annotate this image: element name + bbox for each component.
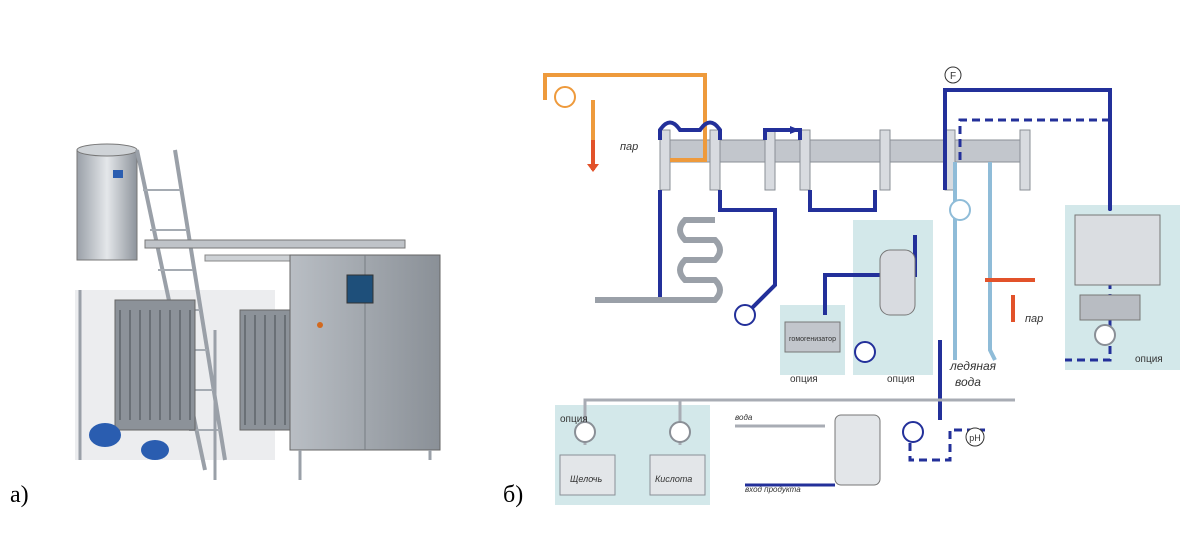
water-label: вода [735,413,753,422]
pump-homogenizer-out [854,341,876,363]
alkali-tank [559,454,616,496]
panel-label-b: б) [503,482,524,508]
option-label-homogenizer: опция [790,374,818,385]
steam-label-top: пар [620,141,638,153]
pump-alkali [574,421,596,443]
option-label-tank: опция [887,374,915,385]
panel-label-a: а) [10,482,29,508]
steam-label-right: пар [1025,313,1043,325]
option-label-cip: опция [560,414,588,425]
flow-meter [944,66,962,84]
alkali-label: Щелочь [570,474,602,484]
ice-water-label-2: вода [955,375,981,389]
option-label-cabinet: опция [1135,354,1163,365]
pump-cabinet [1094,324,1116,346]
svg-text:pH: pH [969,433,981,443]
acid-tank [649,454,706,496]
process-scheme: гомогенизатор F pH пар пар опция опция о… [543,66,1180,505]
cip-return-line [958,118,1112,362]
ice-water-label-1: ледяная [949,359,997,373]
steam-line-right [985,278,1035,322]
ice-water-line [953,162,997,361]
homogenizer-box [784,321,841,353]
holding-coil [595,217,723,303]
ph-sensor [965,427,985,447]
cooling-cabinet [1074,214,1161,286]
pump-product-1 [734,304,756,326]
pump-inlet [902,421,924,443]
pump-ice-water [949,199,971,221]
product-inlet-label: вход продукта [745,485,801,494]
homogenizer-label: гомогенизатор [789,336,836,343]
pasteurizer-photo [75,143,441,480]
balance-tank [834,414,881,486]
svg-text:F: F [950,71,956,82]
pump-acid [669,421,691,443]
vacuum-tank [879,249,916,316]
acid-label: Кислота [655,474,692,484]
